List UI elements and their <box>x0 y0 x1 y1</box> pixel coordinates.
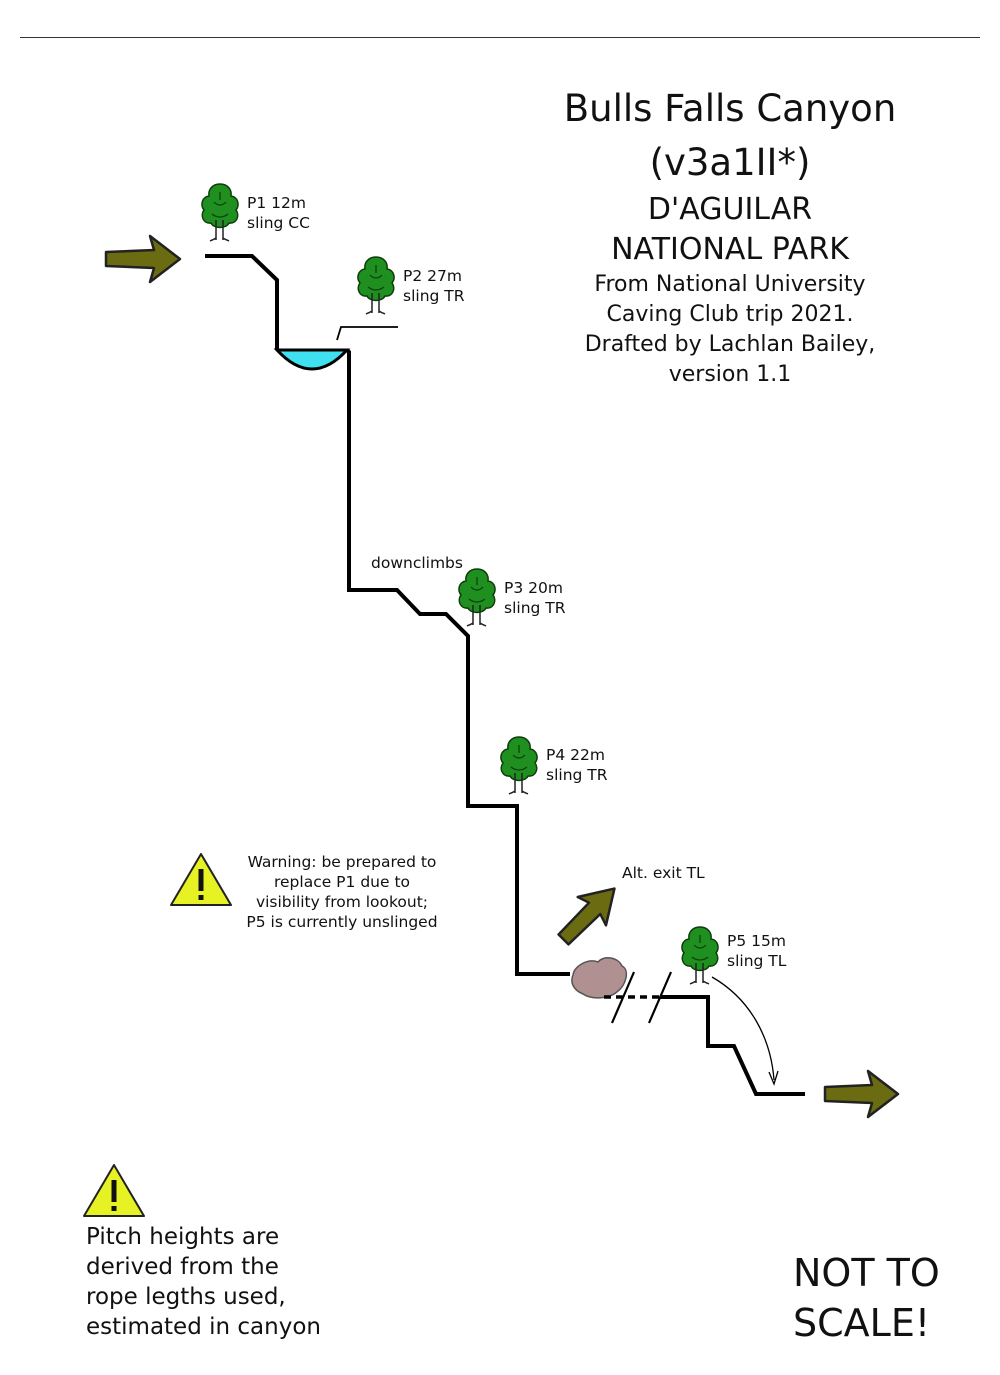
park-line-2: NATIONAL PARK <box>611 232 849 267</box>
credit-line-3: Drafted by Lachlan Bailey, <box>584 332 876 357</box>
downclimbs-label: downclimbs <box>371 554 463 572</box>
warning-line: replace P1 due to <box>273 873 411 891</box>
scale-note-line: NOT TO <box>793 1251 940 1295</box>
pitch-anchor: sling TR <box>403 287 465 305</box>
tree-icon-p5 <box>681 926 719 985</box>
credit-line-2: Caving Club trip 2021. <box>606 302 854 327</box>
warning-line: P5 is currently unslinged <box>246 913 438 931</box>
note-line: derived from the <box>86 1254 279 1280</box>
canyon-profile-line <box>205 254 570 976</box>
tree-icon-p4 <box>500 736 538 795</box>
top-divider <box>20 37 980 38</box>
break-mark-2 <box>647 971 673 1024</box>
credit-line-1: From National University <box>594 272 866 297</box>
p5-descent-arrowhead <box>768 1070 779 1086</box>
break-mark-1 <box>610 971 636 1024</box>
pitch-anchor: sling TL <box>727 952 787 970</box>
warning-line: visibility from lookout; <box>255 893 429 911</box>
pitch-label-p3: P3 20m sling TR <box>504 578 566 618</box>
title-block: Bulls Falls Canyon (v3a1II*) D'AGUILAR N… <box>530 82 930 390</box>
warning-icon-pitches <box>170 853 232 906</box>
tree-icon-p1 <box>201 183 239 242</box>
alt-exit-label: Alt. exit TL <box>622 864 705 882</box>
p2-ledge <box>336 326 398 341</box>
exit-arrow <box>823 1069 900 1119</box>
note-line: Pitch heights are <box>86 1224 280 1250</box>
tree-icon-p3 <box>458 568 496 627</box>
boulder-icon <box>571 957 628 999</box>
park-line-1: D'AGUILAR <box>647 192 813 227</box>
pitch-name: P1 12m <box>247 194 306 212</box>
pitch-label-p1: P1 12m sling CC <box>247 193 310 233</box>
pitch-label-p4: P4 22m sling TR <box>546 745 608 785</box>
tree-icon-p2 <box>357 256 395 315</box>
note-line: rope legths used, <box>86 1284 286 1310</box>
pitch-label-p2: P2 27m sling TR <box>403 266 465 306</box>
pitch-height-note: Pitch heights are derived from the rope … <box>86 1222 321 1342</box>
p5-descent-curve <box>711 976 775 1081</box>
pitch-label-p5: P5 15m sling TL <box>727 931 786 971</box>
pitch-anchor: sling CC <box>247 214 310 232</box>
warning-text: Warning: be prepared to replace P1 due t… <box>232 852 452 932</box>
scale-note-line: SCALE! <box>793 1301 931 1345</box>
title-line-1: Bulls Falls Canyon <box>563 87 897 130</box>
pitch-name: P4 22m <box>546 746 605 764</box>
pitch-anchor: sling TR <box>504 599 566 617</box>
title-line-2: (v3a1II*) <box>649 141 811 184</box>
pitch-anchor: sling TR <box>546 766 608 784</box>
credit-line-4: version 1.1 <box>668 362 792 387</box>
not-to-scale-label: NOT TO SCALE! <box>793 1248 940 1348</box>
pitch-name: P2 27m <box>403 267 462 285</box>
alt-exit-arrow <box>557 887 616 946</box>
plunge-pool <box>273 348 351 371</box>
entry-arrow <box>104 234 182 284</box>
canyon-profile-lower <box>660 995 805 1096</box>
note-line: estimated in canyon <box>86 1314 321 1340</box>
pitch-name: P5 15m <box>727 932 786 950</box>
pitch-name: P3 20m <box>504 579 563 597</box>
warning-icon-note <box>83 1164 145 1217</box>
warning-line: Warning: be prepared to <box>247 853 437 871</box>
